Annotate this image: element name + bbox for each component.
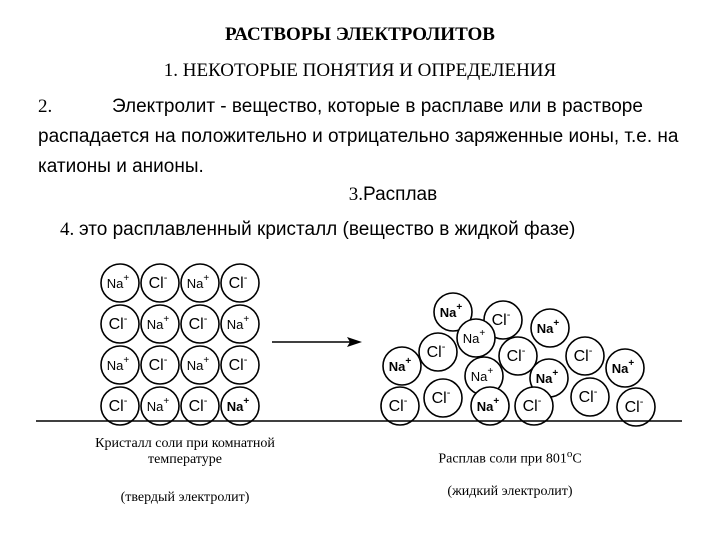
sodium-ion-10: Na+ — [180, 345, 220, 385]
ion-diagram: Na+Cl-Na+Cl-Cl-Na+Cl-Na+Na+Cl-Na+Cl-Cl-N… — [36, 263, 682, 427]
svg-text:Cl-: Cl- — [492, 309, 511, 329]
item-3-number: 3. — [348, 184, 364, 205]
svg-text:Cl-: Cl- — [625, 396, 644, 416]
sodium-ion-13: Na+ — [470, 386, 510, 426]
sodium-ion-10: Na+ — [605, 348, 645, 388]
chloride-ion-3: Cl- — [220, 263, 260, 303]
svg-text:Cl-: Cl- — [507, 345, 526, 365]
sodium-ion-8: Na+ — [100, 345, 140, 385]
item-3-text: Расплав — [363, 184, 438, 205]
melt-caption-text: Расплав соли при 801 — [438, 451, 567, 467]
item-4-text: это расплавленный кристалл (вещество в ж… — [79, 219, 576, 240]
sodium-ion-2: Na+ — [180, 263, 220, 303]
item-2: 2.Электролит - вещество, которые в распл… — [38, 92, 688, 182]
svg-text:Cl-: Cl- — [149, 354, 168, 374]
chloride-ion-9: Cl- — [140, 345, 180, 385]
sodium-ion-0: Na+ — [433, 292, 473, 332]
svg-text:Cl-: Cl- — [109, 395, 128, 415]
chloride-ion-4: Cl- — [100, 304, 140, 344]
chloride-ion-5: Cl- — [498, 336, 538, 376]
svg-text:Cl-: Cl- — [574, 345, 593, 365]
slide-title: РАСТВОРЫ ЭЛЕКТРОЛИТОВ — [225, 24, 495, 45]
svg-text:Cl-: Cl- — [109, 313, 128, 333]
sodium-ion-5: Na+ — [140, 304, 180, 344]
chloride-ion-6: Cl- — [565, 336, 605, 376]
svg-text:Cl-: Cl- — [229, 272, 248, 292]
svg-text:Cl-: Cl- — [579, 386, 598, 406]
chloride-ion-11: Cl- — [220, 345, 260, 385]
svg-text:Cl-: Cl- — [229, 354, 248, 374]
crystal-state: (твердый электролит) — [120, 490, 250, 505]
sodium-ion-9: Na+ — [529, 358, 569, 398]
item-4: 4. это расплавленный кристалл (вещество … — [60, 219, 575, 241]
crystal-caption: Кристалл соли при комнатной температуре — [65, 436, 305, 468]
sodium-ion-0: Na+ — [100, 263, 140, 303]
sodium-ion-3: Na+ — [456, 318, 496, 358]
svg-text:Cl-: Cl- — [389, 395, 408, 415]
svg-text:Cl-: Cl- — [523, 395, 542, 415]
svg-text:Cl-: Cl- — [432, 387, 451, 407]
item-1: 1. НЕКОТОРЫЕ ПОНЯТИЯ И ОПРЕДЕЛЕНИЯ — [0, 60, 720, 82]
sodium-ion-7: Na+ — [382, 346, 422, 386]
sodium-ion-2: Na+ — [530, 308, 570, 348]
chloride-ion-11: Cl- — [380, 386, 420, 426]
chloride-ion-14: Cl- — [514, 386, 554, 426]
chloride-ion-14: Cl- — [180, 386, 220, 426]
sodium-ion-13: Na+ — [140, 386, 180, 426]
item-4-number: 4. — [60, 219, 75, 240]
sodium-ion-15: Na+ — [220, 386, 260, 426]
sodium-ion-8: Na+ — [464, 356, 504, 396]
svg-text:Cl-: Cl- — [189, 395, 208, 415]
chloride-ion-16: Cl- — [616, 387, 656, 427]
svg-text:Cl-: Cl- — [189, 313, 208, 333]
melt-ions: Na+Cl-Na+Na+Cl-Cl-Cl-Na+Na+Na+Na+Cl-Cl-N… — [380, 292, 656, 427]
item-1-text: НЕКОТОРЫЕ ПОНЯТИЯ И ОПРЕДЕЛЕНИЯ — [182, 60, 557, 81]
chloride-ion-6: Cl- — [180, 304, 220, 344]
arrow-head-icon — [347, 337, 362, 347]
crystal-lattice: Na+Cl-Na+Cl-Cl-Na+Cl-Na+Na+Cl-Na+Cl-Cl-N… — [100, 263, 260, 426]
item-1-number: 1. — [163, 60, 179, 81]
chloride-ion-12: Cl- — [423, 378, 463, 418]
chloride-ion-12: Cl- — [100, 386, 140, 426]
melt-caption-unit: С — [572, 451, 582, 467]
crystal-caption-line2: температуре — [148, 452, 222, 467]
melt-caption: Расплав соли при 801оС — [405, 448, 615, 468]
chloride-ion-15: Cl- — [570, 377, 610, 417]
chloride-ion-4: Cl- — [418, 332, 458, 372]
melt-state: (жидкий электролит) — [447, 484, 573, 499]
item-2-text: Электролит - вещество, которые в расплав… — [38, 96, 679, 177]
chloride-ion-1: Cl- — [140, 263, 180, 303]
svg-text:Cl-: Cl- — [149, 272, 168, 292]
sodium-ion-7: Na+ — [220, 304, 260, 344]
crystal-caption-line1: Кристалл соли при комнатной — [95, 436, 275, 451]
item-3: 3.Расплав — [0, 184, 720, 206]
item-2-number: 2. — [38, 96, 53, 117]
svg-text:Cl-: Cl- — [427, 341, 446, 361]
degree-sign: о — [566, 448, 573, 460]
